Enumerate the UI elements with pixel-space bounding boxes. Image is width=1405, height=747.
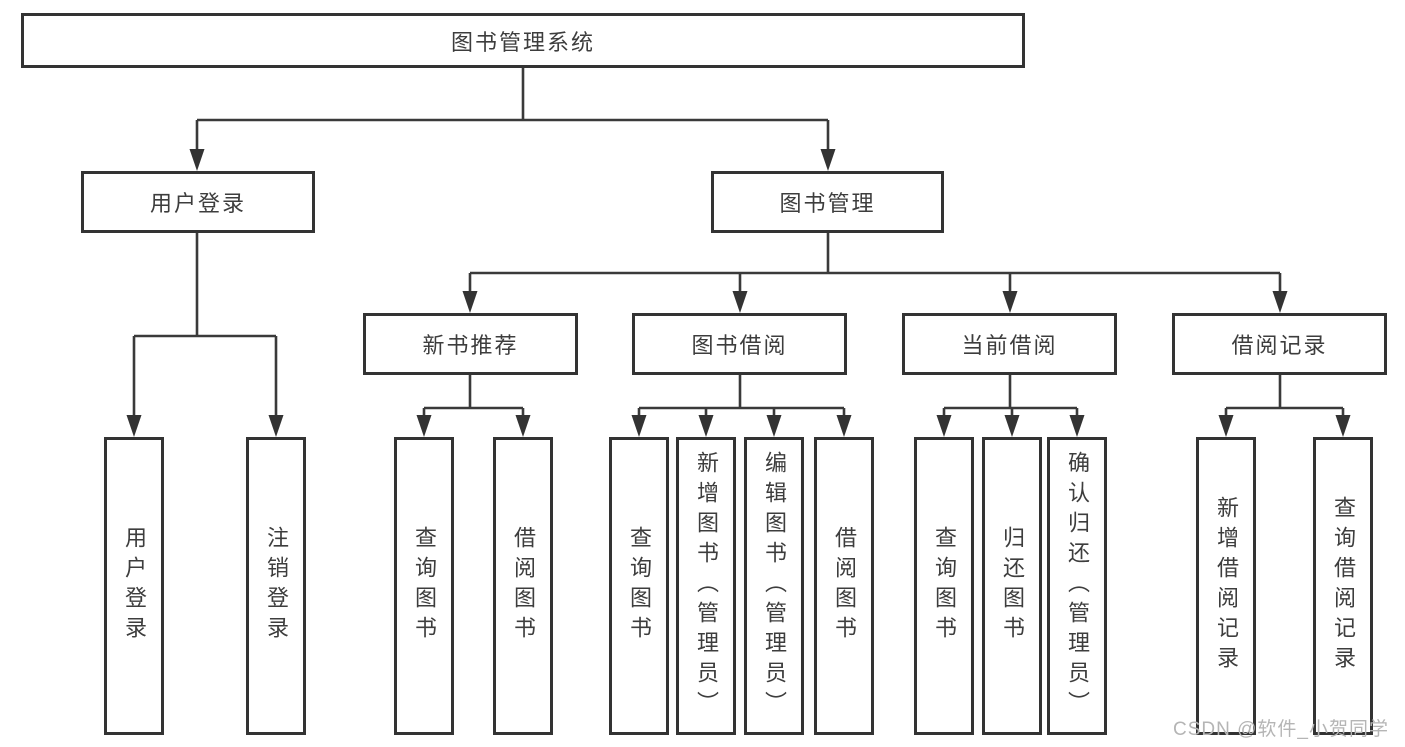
leaf-add-book-admin: 新增图书（管理员） — [676, 437, 736, 735]
node-new-book-recommend: 新书推荐 — [363, 313, 578, 375]
leaf-return-book: 归还图书 — [982, 437, 1042, 735]
leaf-borrow-book-label: 借阅图书 — [832, 526, 857, 646]
csdn-watermark: CSDN @软件_小贺同学 — [1173, 719, 1389, 740]
leaf-query-book-current: 查询图书 — [914, 437, 974, 735]
leaf-add-book-admin-label: 新增图书（管理员） — [694, 451, 719, 721]
leaf-query-book-borrow: 查询图书 — [609, 437, 669, 735]
leaf-borrow-book-newbook-label: 借阅图书 — [511, 526, 536, 646]
node-user-login-label: 用户登录 — [149, 191, 246, 216]
connector-newbook-to-leaves — [416, 373, 531, 437]
node-borrow-record: 借阅记录 — [1172, 313, 1387, 375]
leaf-add-borrow-record-label: 新增借阅记录 — [1214, 496, 1239, 676]
leaf-borrow-book-newbook: 借阅图书 — [493, 437, 553, 735]
connector-borrowrecord-to-leaves — [1218, 373, 1351, 437]
connector-bookmgmt-to-level3 — [462, 231, 1288, 313]
leaf-borrow-book: 借阅图书 — [814, 437, 874, 735]
connector-currentborrow-to-leaves — [936, 373, 1085, 437]
leaf-return-book-label: 归还图书 — [1000, 526, 1025, 646]
node-current-borrow: 当前借阅 — [902, 313, 1117, 375]
leaf-edit-book-admin-label: 编辑图书（管理员） — [762, 451, 787, 721]
leaf-confirm-return-admin-label: 确认归还（管理员） — [1065, 451, 1090, 721]
leaf-query-book-newbook-label: 查询图书 — [412, 526, 437, 646]
leaf-user-login: 用户登录 — [104, 437, 164, 735]
node-book-management: 图书管理 — [711, 171, 944, 233]
node-new-book-recommend-label: 新书推荐 — [422, 333, 519, 358]
node-user-login: 用户登录 — [81, 171, 315, 233]
node-current-borrow-label: 当前借阅 — [961, 333, 1058, 358]
node-book-borrow: 图书借阅 — [632, 313, 847, 375]
node-root-label: 图书管理系统 — [450, 29, 595, 55]
leaf-edit-book-admin: 编辑图书（管理员） — [744, 437, 804, 735]
leaf-query-borrow-record: 查询借阅记录 — [1313, 437, 1373, 735]
node-book-borrow-label: 图书借阅 — [691, 333, 788, 358]
leaf-query-book-current-label: 查询图书 — [932, 526, 957, 646]
connector-userlogin-to-leaves — [126, 231, 284, 437]
connector-root-to-level2 — [189, 67, 836, 171]
node-borrow-record-label: 借阅记录 — [1231, 333, 1328, 358]
leaf-logout: 注销登录 — [246, 437, 306, 735]
leaf-query-book-borrow-label: 查询图书 — [627, 526, 652, 646]
connector-bookborrow-to-leaves — [631, 373, 852, 437]
leaf-user-login-label: 用户登录 — [122, 526, 147, 646]
node-book-management-label: 图书管理 — [779, 191, 876, 216]
leaf-logout-label: 注销登录 — [264, 526, 289, 646]
leaf-query-borrow-record-label: 查询借阅记录 — [1331, 496, 1356, 676]
node-root-system: 图书管理系统 — [21, 13, 1025, 68]
leaf-add-borrow-record: 新增借阅记录 — [1196, 437, 1256, 735]
leaf-confirm-return-admin: 确认归还（管理员） — [1047, 437, 1107, 735]
leaf-query-book-newbook: 查询图书 — [394, 437, 454, 735]
